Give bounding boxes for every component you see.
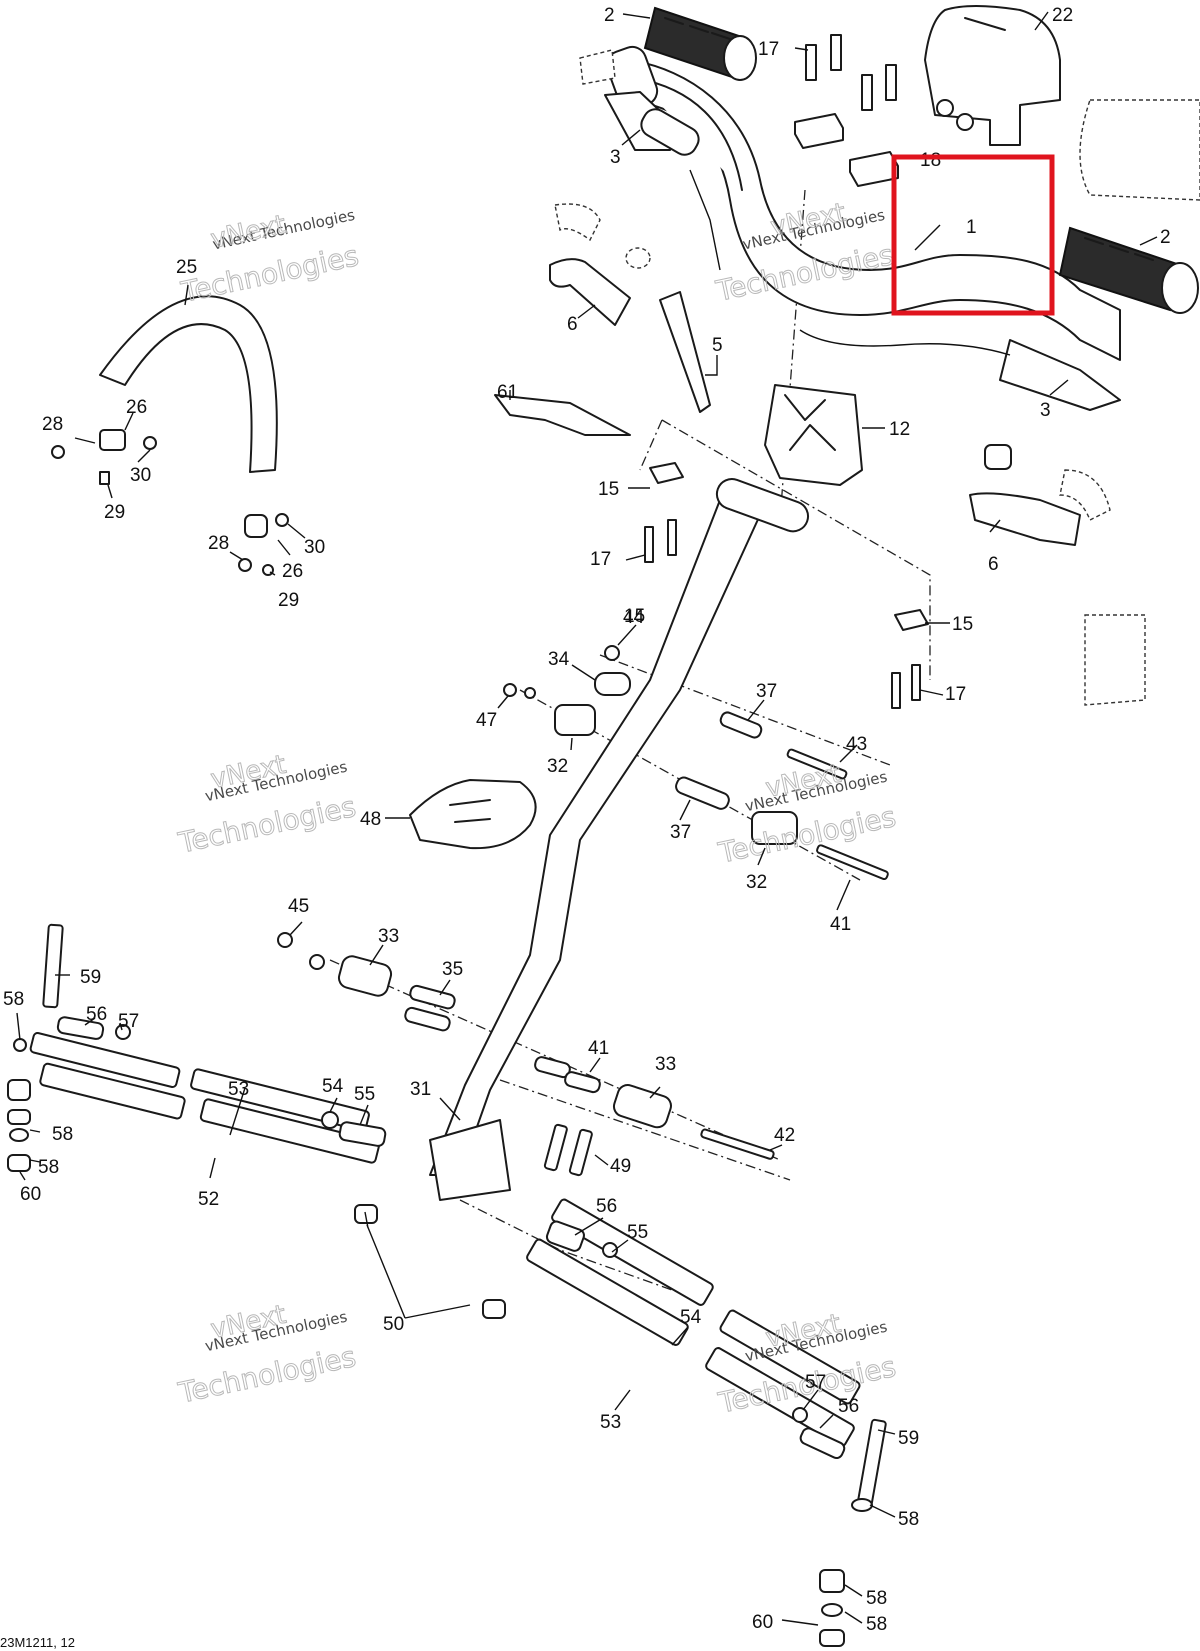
handlebar-riser-part-12	[764, 329, 1011, 486]
callout-51-right: 53	[600, 1412, 621, 1433]
callout-leaders	[16, 11, 1158, 1626]
callout-60-left: 60	[20, 1184, 41, 1205]
steering-arm-part-25	[99, 295, 278, 473]
callout-61: 61	[497, 382, 518, 403]
callout-53-right: 55	[627, 1222, 648, 1243]
callout-17-top: 17	[758, 39, 779, 60]
callout-32-right: 32	[746, 872, 767, 893]
callout-18: 18	[920, 150, 941, 171]
callout-54-right: 56	[596, 1196, 617, 1217]
callout-59-right: 59	[898, 1428, 919, 1449]
callout-36: 37	[756, 681, 777, 702]
callout-17-left: 17	[590, 549, 611, 570]
callout-55-left: 56	[86, 1004, 107, 1025]
callout-41: 41	[830, 914, 851, 935]
callout-53-left: 54	[322, 1076, 344, 1097]
callout-50: 50	[383, 1314, 404, 1335]
callout-57-left: 58	[52, 1124, 73, 1145]
grip-right-part-2	[1058, 226, 1199, 314]
callout-6-left: 6	[567, 314, 578, 335]
callout-numbers: 2 22 17 3 18 1 2 6 5 61 3 12 25 26 28 30…	[3, 5, 1171, 1635]
watermark-line3: Technologies	[178, 239, 362, 309]
ghost-parts	[554, 49, 1200, 706]
callout-43: 43	[846, 734, 867, 755]
callout-5: 5	[712, 335, 723, 356]
riser-clamps	[649, 113, 929, 631]
column-hardware	[277, 645, 889, 1177]
callout-30-top: 30	[130, 465, 151, 486]
callout-12: 12	[889, 419, 910, 440]
watermark-line1: vNext	[208, 210, 289, 255]
highlight-box	[891, 154, 1055, 316]
callout-60-right: 60	[752, 1612, 773, 1633]
callout-47: 47	[476, 710, 497, 731]
callout-55-right: 56	[838, 1396, 859, 1417]
grip-left-part-2	[643, 6, 757, 81]
callout-17-right: 17	[945, 684, 966, 705]
callout-6-right: 6	[988, 554, 999, 575]
callout-56-right: 57	[805, 1372, 826, 1393]
callout-29-top: 29	[104, 502, 125, 523]
callout-54-left: 55	[354, 1084, 375, 1105]
callout-33-right: 33	[655, 1054, 676, 1075]
watermark-line3: Technologies	[175, 1340, 359, 1410]
callout-58-right-bottom: 58	[866, 1614, 887, 1635]
callout-48: 48	[360, 809, 381, 830]
callout-58-left-bottom: 58	[38, 1157, 59, 1178]
callout-29-bottom: 29	[278, 590, 299, 611]
callout-3-top: 3	[610, 147, 621, 168]
handlebar-cover-part-22	[924, 5, 1061, 146]
callout-49: 49	[610, 1156, 631, 1177]
callout-42: 42	[774, 1125, 795, 1146]
tie-rod-right	[482, 1198, 887, 1647]
callout-59-left: 59	[80, 967, 101, 988]
throttle-left-part-3	[604, 91, 721, 271]
pad-part-48	[409, 779, 537, 850]
bolts-part-17	[644, 34, 921, 709]
tube-part-6-right	[969, 444, 1081, 546]
callout-56-left: 57	[118, 1011, 139, 1032]
callout-58-right-top: 58	[898, 1509, 919, 1530]
callout-25: 25	[176, 257, 197, 278]
callout-2-right: 2	[1160, 227, 1171, 248]
tube-part-6-left	[549, 258, 631, 326]
callout-22: 22	[1052, 5, 1073, 26]
callout-28-top: 28	[42, 414, 63, 435]
callout-35: 35	[442, 959, 463, 980]
watermark-line3: Technologies	[175, 790, 359, 860]
throttle-right-part-3	[999, 339, 1121, 411]
callout-26-top: 26	[126, 397, 147, 418]
callout-1: 1	[966, 217, 977, 238]
callout-52-right: 54	[680, 1307, 702, 1328]
callout-30-bottom: 30	[304, 537, 325, 558]
callout-31: 31	[410, 1079, 431, 1100]
callout-33-left: 33	[378, 926, 399, 947]
callout-52-left: 53	[228, 1079, 249, 1100]
callout-2-top: 2	[604, 5, 615, 26]
callout-26-bottom: 26	[282, 561, 303, 582]
callout-37-upper: 37	[670, 822, 691, 843]
mounting-plate-part-61	[494, 394, 631, 436]
callout-58-left-top: 58	[3, 989, 24, 1010]
callout-57-right: 58	[866, 1588, 887, 1609]
tie-rod-left	[7, 923, 387, 1224]
steering-column-part-31	[429, 478, 810, 1201]
watermark-line3: Technologies	[715, 800, 899, 870]
callout-44: 44	[623, 607, 645, 628]
callout-32-left: 32	[547, 756, 568, 777]
callout-15-right-label: 15	[952, 614, 973, 635]
hardware-group-26-30	[51, 429, 289, 576]
callout-34: 34	[548, 649, 570, 670]
callout-51-left: 52	[198, 1189, 219, 1210]
callout-37-lower: 41	[588, 1038, 609, 1059]
tube-part-5	[659, 291, 711, 413]
callout-15-left: 15	[598, 479, 619, 500]
drawing-reference: 23M1211, 12	[0, 1635, 75, 1650]
callout-3-right: 3	[1040, 400, 1051, 421]
callout-15-right: 15	[624, 606, 645, 627]
callout-28-bottom: 28	[208, 533, 229, 554]
callout-45: 45	[288, 896, 309, 917]
